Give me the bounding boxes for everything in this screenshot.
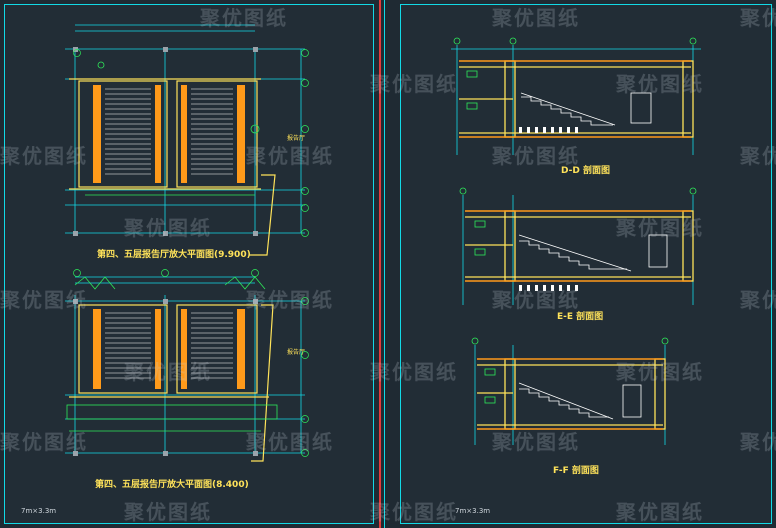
right-section-drawing bbox=[451, 37, 701, 445]
room-tag-top: 报告厅 bbox=[287, 135, 306, 142]
plan-top-title: 第四、五层报告厅放大平面图(9.900) bbox=[97, 250, 251, 260]
sheet-divider-line bbox=[384, 0, 385, 528]
section-ff-title: F-F 剖面图 bbox=[553, 466, 599, 476]
left-plan-drawing bbox=[65, 24, 309, 462]
left-drawing-sheet: 报告厅 报告厅 第四、五层报告厅放大平面图(9.900) 第四、五层报告厅放大平… bbox=[4, 4, 374, 524]
right-corner-note: 7m×3.3m bbox=[455, 507, 491, 515]
sheet-divider bbox=[379, 0, 381, 528]
right-drawing-sheet: D-D 剖面图 E-E 剖面图 F-F 剖面图 7m×3.3m bbox=[400, 4, 772, 524]
section-dd-title: D-D 剖面图 bbox=[561, 166, 610, 176]
plan-bottom-title: 第四、五层报告厅放大平面图(8.400) bbox=[95, 480, 249, 490]
room-tag-bottom: 报告厅 bbox=[287, 349, 306, 356]
section-ee-title: E-E 剖面图 bbox=[557, 312, 604, 322]
left-corner-note: 7m×3.3m bbox=[21, 507, 57, 515]
